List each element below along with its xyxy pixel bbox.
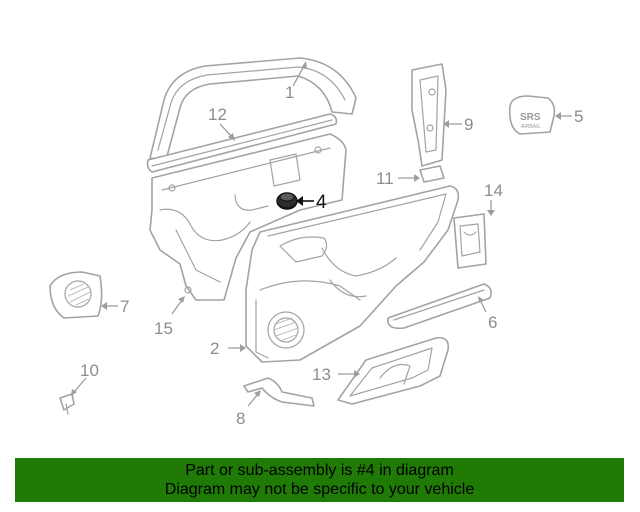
- part-8-pull-handle: [243, 377, 315, 407]
- callout-2-label: 2: [210, 339, 219, 358]
- part-1-window-frame-molding: [149, 57, 357, 161]
- callout-7-label: 7: [120, 297, 129, 316]
- callout-8: 8: [236, 390, 261, 428]
- info-banner: Part or sub-assembly is #4 in diagram Di…: [15, 458, 624, 502]
- callout-5-label: 5: [574, 107, 583, 126]
- callout-10: 10: [71, 361, 99, 396]
- part-7-speaker-grille: [49, 271, 103, 319]
- callout-12-label: 12: [208, 105, 227, 124]
- callout-11-label: 11: [376, 169, 394, 188]
- part-13-armrest-trim: [337, 336, 450, 405]
- callout-9: 9: [443, 115, 473, 134]
- part-10-push-clip: [59, 393, 75, 415]
- callout-14-label: 14: [484, 181, 503, 200]
- callout-14: 14: [484, 181, 503, 216]
- part-6-trim-molding: [387, 283, 492, 330]
- callout-9-label: 9: [464, 115, 473, 134]
- callout-6-label: 6: [488, 313, 497, 332]
- part-14-switch-bezel: [453, 213, 487, 269]
- badge-srs-text: SRS: [520, 112, 541, 123]
- part-9-bracket: [411, 63, 447, 167]
- callout-1: 1: [285, 61, 307, 102]
- badge-airbag-text: AIRBAG: [521, 124, 540, 130]
- part-12-belt-weatherstrip: [146, 113, 338, 173]
- callout-13-label: 13: [312, 365, 331, 384]
- part-11-clip: [419, 165, 445, 183]
- callout-7: 7: [101, 297, 129, 316]
- callout-4: 4: [296, 192, 327, 213]
- callout-4-label: 4: [316, 192, 327, 213]
- callout-13: 13: [312, 365, 360, 384]
- callout-11: 11: [376, 169, 420, 188]
- callout-6: 6: [478, 296, 497, 332]
- part-4-grommet: [276, 192, 298, 210]
- callout-5: 5: [555, 107, 583, 126]
- callout-1-label: 1: [285, 83, 294, 102]
- callout-15-label: 15: [154, 319, 173, 338]
- callout-2: 2: [210, 339, 246, 358]
- callout-12: 12: [208, 105, 235, 141]
- part-2-door-trim-panel: [245, 185, 460, 363]
- callout-10-label: 10: [80, 361, 99, 380]
- banner-line-1: Part or sub-assembly is #4 in diagram: [185, 462, 454, 479]
- callout-8-label: 8: [236, 409, 245, 428]
- part-15-door-inner-shell: [149, 133, 347, 301]
- part-5-srs-emblem: SRS AIRBAG: [508, 95, 556, 135]
- callout-15: 15: [154, 296, 185, 338]
- banner-line-2: Diagram may not be specific to your vehi…: [164, 481, 475, 498]
